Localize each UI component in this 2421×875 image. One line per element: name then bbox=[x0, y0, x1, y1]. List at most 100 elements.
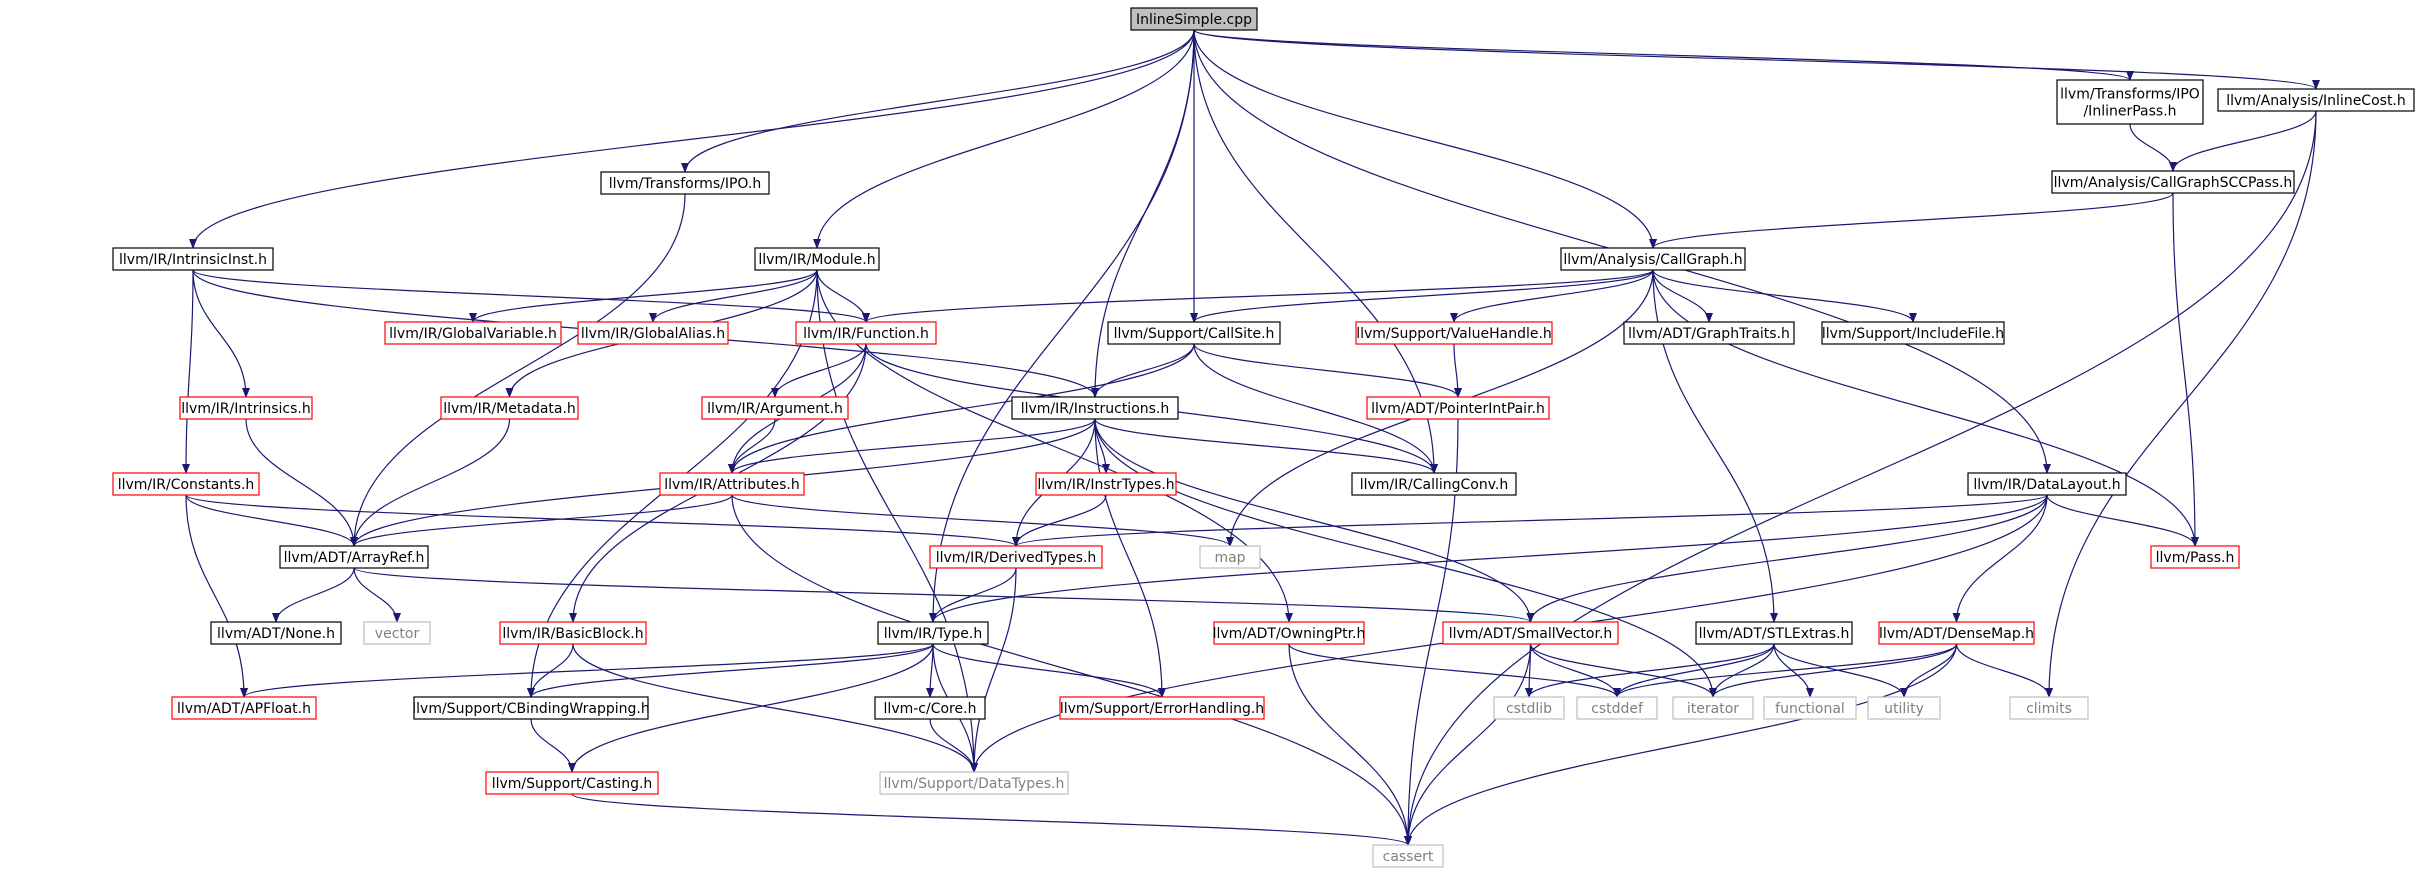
node-ir_datalayout[interactable]: llvm/IR/DataLayout.h bbox=[1967, 472, 2127, 496]
node-map[interactable]: map bbox=[1199, 545, 1261, 569]
edge-ir_basicblock-to-support_datatypes bbox=[572, 643, 978, 773]
node-ir_intrinsics[interactable]: llvm/IR/Intrinsics.h bbox=[179, 396, 313, 420]
node-label: functional bbox=[1775, 701, 1845, 717]
node-label: llvm/Transforms/IPO/InlinerPass.h bbox=[2060, 87, 2200, 120]
node-box bbox=[2056, 79, 2204, 125]
node-adt_graphtraits[interactable]: llvm/ADT/GraphTraits.h bbox=[1623, 321, 1795, 345]
node-functional[interactable]: functional bbox=[1763, 696, 1857, 720]
node-ir_derivedtypes[interactable]: llvm/IR/DerivedTypes.h bbox=[929, 545, 1103, 569]
edge-support_callsite-to-adt_pointerintpair bbox=[1193, 343, 1462, 398]
node-cstddef[interactable]: cstddef bbox=[1576, 696, 1658, 720]
node-box bbox=[179, 396, 313, 420]
edge-ir_intrinsicinst-to-ir_intrinsics bbox=[192, 269, 250, 398]
node-ir_type[interactable]: llvm/IR/Type.h bbox=[877, 621, 989, 645]
node-label: utility bbox=[1884, 701, 1924, 717]
node-box bbox=[1560, 247, 1746, 271]
edge-ir_module-to-support_datatypes bbox=[816, 269, 978, 773]
node-ir_function[interactable]: llvm/IR/Function.h bbox=[795, 321, 937, 345]
node-transforms_ipo_inlinerpass[interactable]: llvm/Transforms/IPO/InlinerPass.h bbox=[2056, 79, 2204, 125]
node-utility[interactable]: utility bbox=[1867, 696, 1941, 720]
node-label: llvm/IR/IntrinsicInst.h bbox=[119, 252, 267, 268]
node-ir_callingconv[interactable]: llvm/IR/CallingConv.h bbox=[1351, 472, 1517, 496]
node-box bbox=[2217, 88, 2415, 112]
node-box bbox=[171, 696, 317, 720]
node-analysis_callgraph[interactable]: llvm/Analysis/CallGraph.h bbox=[1560, 247, 1746, 271]
edge-ir_instructions-to-iterator bbox=[1094, 418, 1717, 698]
edge-inlinesimple-to-analysis_inlinecost bbox=[1193, 29, 2320, 90]
node-iterator[interactable]: iterator bbox=[1672, 696, 1754, 720]
edge-ir_datalayout-to-ir_type bbox=[929, 494, 2048, 623]
node-pass[interactable]: llvm/Pass.h bbox=[2150, 545, 2240, 569]
node-box bbox=[363, 621, 431, 645]
node-label: llvm/IR/Instructions.h bbox=[1021, 401, 1170, 417]
node-label: llvm/Support/ErrorHandling.h bbox=[1060, 701, 1264, 717]
node-label: llvm/ADT/APFloat.h bbox=[177, 701, 311, 717]
node-support_errorhandling[interactable]: llvm/Support/ErrorHandling.h bbox=[1059, 696, 1265, 720]
node-support_callsite[interactable]: llvm/Support/CallSite.h bbox=[1107, 321, 1281, 345]
node-box bbox=[1372, 844, 1444, 868]
node-support_cbindingwrapping[interactable]: llvm/Support/CBindingWrapping.h bbox=[412, 696, 650, 720]
node-climits[interactable]: climits bbox=[2009, 696, 2089, 720]
node-box bbox=[1442, 621, 1619, 645]
edge-ir_intrinsics-to-adt_arrayref bbox=[245, 418, 358, 547]
node-cassert[interactable]: cassert bbox=[1372, 844, 1444, 868]
edge-adt_densemap-to-cstddef bbox=[1613, 643, 1958, 698]
edge-inlinesimple-to-ir_intrinsicinst bbox=[189, 29, 1195, 249]
edge-adt_densemap-to-cassert bbox=[1404, 643, 1958, 846]
node-box bbox=[1213, 621, 1365, 645]
edge-ir_datalayout-to-adt_smallvector bbox=[1526, 494, 2048, 623]
node-adt_densemap[interactable]: llvm/ADT/DenseMap.h bbox=[1878, 621, 2035, 645]
node-label: llvm/ADT/SmallVector.h bbox=[1449, 626, 1613, 642]
node-adt_smallvector[interactable]: llvm/ADT/SmallVector.h bbox=[1442, 621, 1619, 645]
node-adt_owningptr[interactable]: llvm/ADT/OwningPtr.h bbox=[1213, 621, 1366, 645]
node-llvmc_core[interactable]: llvm-c/Core.h bbox=[874, 696, 986, 720]
edge-analysis_callgraph-to-support_includefile bbox=[1652, 269, 1917, 323]
node-ir_attributes[interactable]: llvm/IR/Attributes.h bbox=[659, 472, 805, 496]
node-analysis_inlinecost[interactable]: llvm/Analysis/InlineCost.h bbox=[2217, 88, 2415, 112]
node-adt_apfloat[interactable]: llvm/ADT/APFloat.h bbox=[171, 696, 317, 720]
node-ir_instructions[interactable]: llvm/IR/Instructions.h bbox=[1011, 396, 1179, 420]
node-ir_basicblock[interactable]: llvm/IR/BasicBlock.h bbox=[499, 621, 647, 645]
node-label: llvm/IR/DerivedTypes.h bbox=[936, 550, 1097, 566]
node-ir_globalalias[interactable]: llvm/IR/GlobalAlias.h bbox=[577, 321, 729, 345]
node-label: llvm/ADT/PointerIntPair.h bbox=[1371, 401, 1545, 417]
node-analysis_callgraphsccpass[interactable]: llvm/Analysis/CallGraphSCCPass.h bbox=[2051, 170, 2295, 194]
node-cstdlib[interactable]: cstdlib bbox=[1493, 696, 1565, 720]
node-ir_globalvariable[interactable]: llvm/IR/GlobalVariable.h bbox=[384, 321, 562, 345]
node-vector[interactable]: vector bbox=[363, 621, 431, 645]
node-adt_arrayref[interactable]: llvm/ADT/ArrayRef.h bbox=[279, 545, 429, 569]
node-inlinesimple[interactable]: InlineSimple.cpp bbox=[1130, 7, 1258, 31]
node-box bbox=[879, 771, 1069, 795]
edge-adt_smallvector-to-iterator bbox=[1529, 643, 1717, 698]
edge-support_callsite-to-ir_instructions bbox=[1091, 343, 1195, 398]
node-ir_intrinsicinst[interactable]: llvm/IR/IntrinsicInst.h bbox=[112, 247, 274, 271]
node-label: llvm/IR/Function.h bbox=[803, 326, 929, 342]
node-box bbox=[1821, 321, 2005, 345]
node-support_casting[interactable]: llvm/Support/Casting.h bbox=[485, 771, 659, 795]
node-box bbox=[112, 472, 260, 496]
node-box bbox=[1695, 621, 1853, 645]
node-adt_stlextras[interactable]: llvm/ADT/STLExtras.h bbox=[1695, 621, 1853, 645]
edge-ir_type-to-support_errorhandling bbox=[932, 643, 1166, 698]
node-ir_module[interactable]: llvm/IR/Module.h bbox=[754, 247, 880, 271]
node-transforms_ipo[interactable]: llvm/Transforms/IPO.h bbox=[600, 171, 770, 195]
node-adt_pointerintpair[interactable]: llvm/ADT/PointerIntPair.h bbox=[1366, 396, 1550, 420]
node-box bbox=[701, 396, 849, 420]
node-box bbox=[1867, 696, 1941, 720]
node-box bbox=[1351, 472, 1517, 496]
node-support_valuehandle[interactable]: llvm/Support/ValueHandle.h bbox=[1355, 321, 1553, 345]
edge-adt_smallvector-to-cassert bbox=[1404, 643, 1532, 846]
edge-ir_instructions-to-support_errorhandling bbox=[1094, 418, 1166, 698]
node-support_includefile[interactable]: llvm/Support/IncludeFile.h bbox=[1821, 321, 2005, 345]
node-support_datatypes[interactable]: llvm/Support/DataTypes.h bbox=[879, 771, 1069, 795]
node-label: llvm/Support/CallSite.h bbox=[1114, 326, 1275, 342]
node-ir_argument[interactable]: llvm/IR/Argument.h bbox=[701, 396, 849, 420]
node-label: llvm/Analysis/CallGraphSCCPass.h bbox=[2054, 175, 2293, 191]
node-ir_metadata[interactable]: llvm/IR/Metadata.h bbox=[440, 396, 579, 420]
node-ir_constants[interactable]: llvm/IR/Constants.h bbox=[112, 472, 260, 496]
edge-ir_attributes-to-cassert bbox=[731, 494, 1412, 846]
node-ir_instrtypes[interactable]: llvm/IR/InstrTypes.h bbox=[1035, 472, 1177, 496]
node-adt_none[interactable]: llvm/ADT/None.h bbox=[210, 621, 342, 645]
node-label: vector bbox=[375, 626, 420, 642]
